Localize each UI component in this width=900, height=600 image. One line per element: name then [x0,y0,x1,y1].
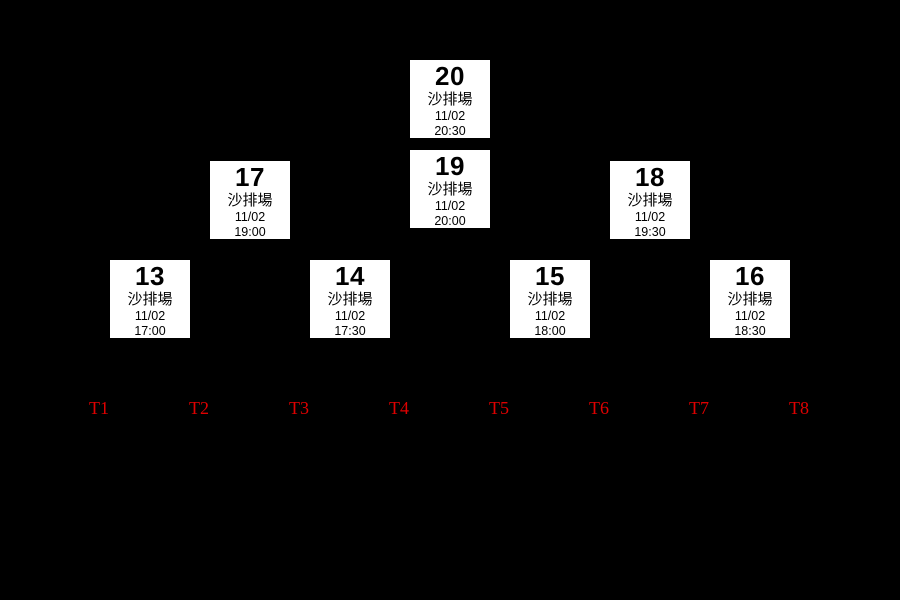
match-date: 11/02 [134,309,166,323]
match-date: 11/02 [534,309,566,323]
match-venue: 沙排場 [627,192,673,209]
match-number: 16 [735,261,765,291]
match-venue: 沙排場 [127,291,173,308]
match-card-16[interactable]: 16 沙排場 11/02 18:30 [710,260,790,338]
match-number: 18 [635,162,665,192]
match-date: 11/02 [334,309,366,323]
match-time: 17:30 [334,324,366,338]
match-time: 19:00 [234,225,266,239]
match-date: 11/02 [434,109,466,123]
match-date: 11/02 [234,210,266,224]
team-slot-t1: T1 [89,398,109,418]
match-card-19[interactable]: 19 沙排場 11/02 20:00 [410,150,490,228]
match-card-14[interactable]: 14 沙排場 11/02 17:30 [310,260,390,338]
team-slot-t8: T8 [789,398,809,418]
match-card-13[interactable]: 13 沙排場 11/02 17:00 [110,260,190,338]
match-venue: 沙排場 [527,291,573,308]
match-time: 17:00 [134,324,166,338]
match-card-18[interactable]: 18 沙排場 11/02 19:30 [610,161,690,239]
team-slot-row: T1 T2 T3 T4 T5 T6 T7 T8 [0,398,900,420]
match-number: 20 [435,61,465,91]
match-number: 13 [135,261,165,291]
match-date: 11/02 [634,210,666,224]
match-time: 19:30 [634,225,666,239]
match-card-15[interactable]: 15 沙排場 11/02 18:00 [510,260,590,338]
match-card-17[interactable]: 17 沙排場 11/02 19:00 [210,161,290,239]
team-slot-t6: T6 [589,398,609,418]
match-number: 17 [235,162,265,192]
team-slot-t5: T5 [489,398,509,418]
match-number: 15 [535,261,565,291]
match-venue: 沙排場 [727,291,773,308]
match-time: 18:30 [734,324,766,338]
match-time: 20:00 [434,214,466,228]
match-card-20[interactable]: 20 沙排場 11/02 20:30 [410,60,490,138]
team-slot-t2: T2 [189,398,209,418]
match-number: 19 [435,151,465,181]
team-slot-t3: T3 [289,398,309,418]
team-slot-t7: T7 [689,398,709,418]
team-slot-t4: T4 [389,398,409,418]
match-number: 14 [335,261,365,291]
match-venue: 沙排場 [227,192,273,209]
match-time: 18:00 [534,324,566,338]
match-venue: 沙排場 [427,91,473,108]
match-venue: 沙排場 [427,181,473,198]
match-venue: 沙排場 [327,291,373,308]
match-time: 20:30 [434,124,466,138]
match-date: 11/02 [434,199,466,213]
match-date: 11/02 [734,309,766,323]
